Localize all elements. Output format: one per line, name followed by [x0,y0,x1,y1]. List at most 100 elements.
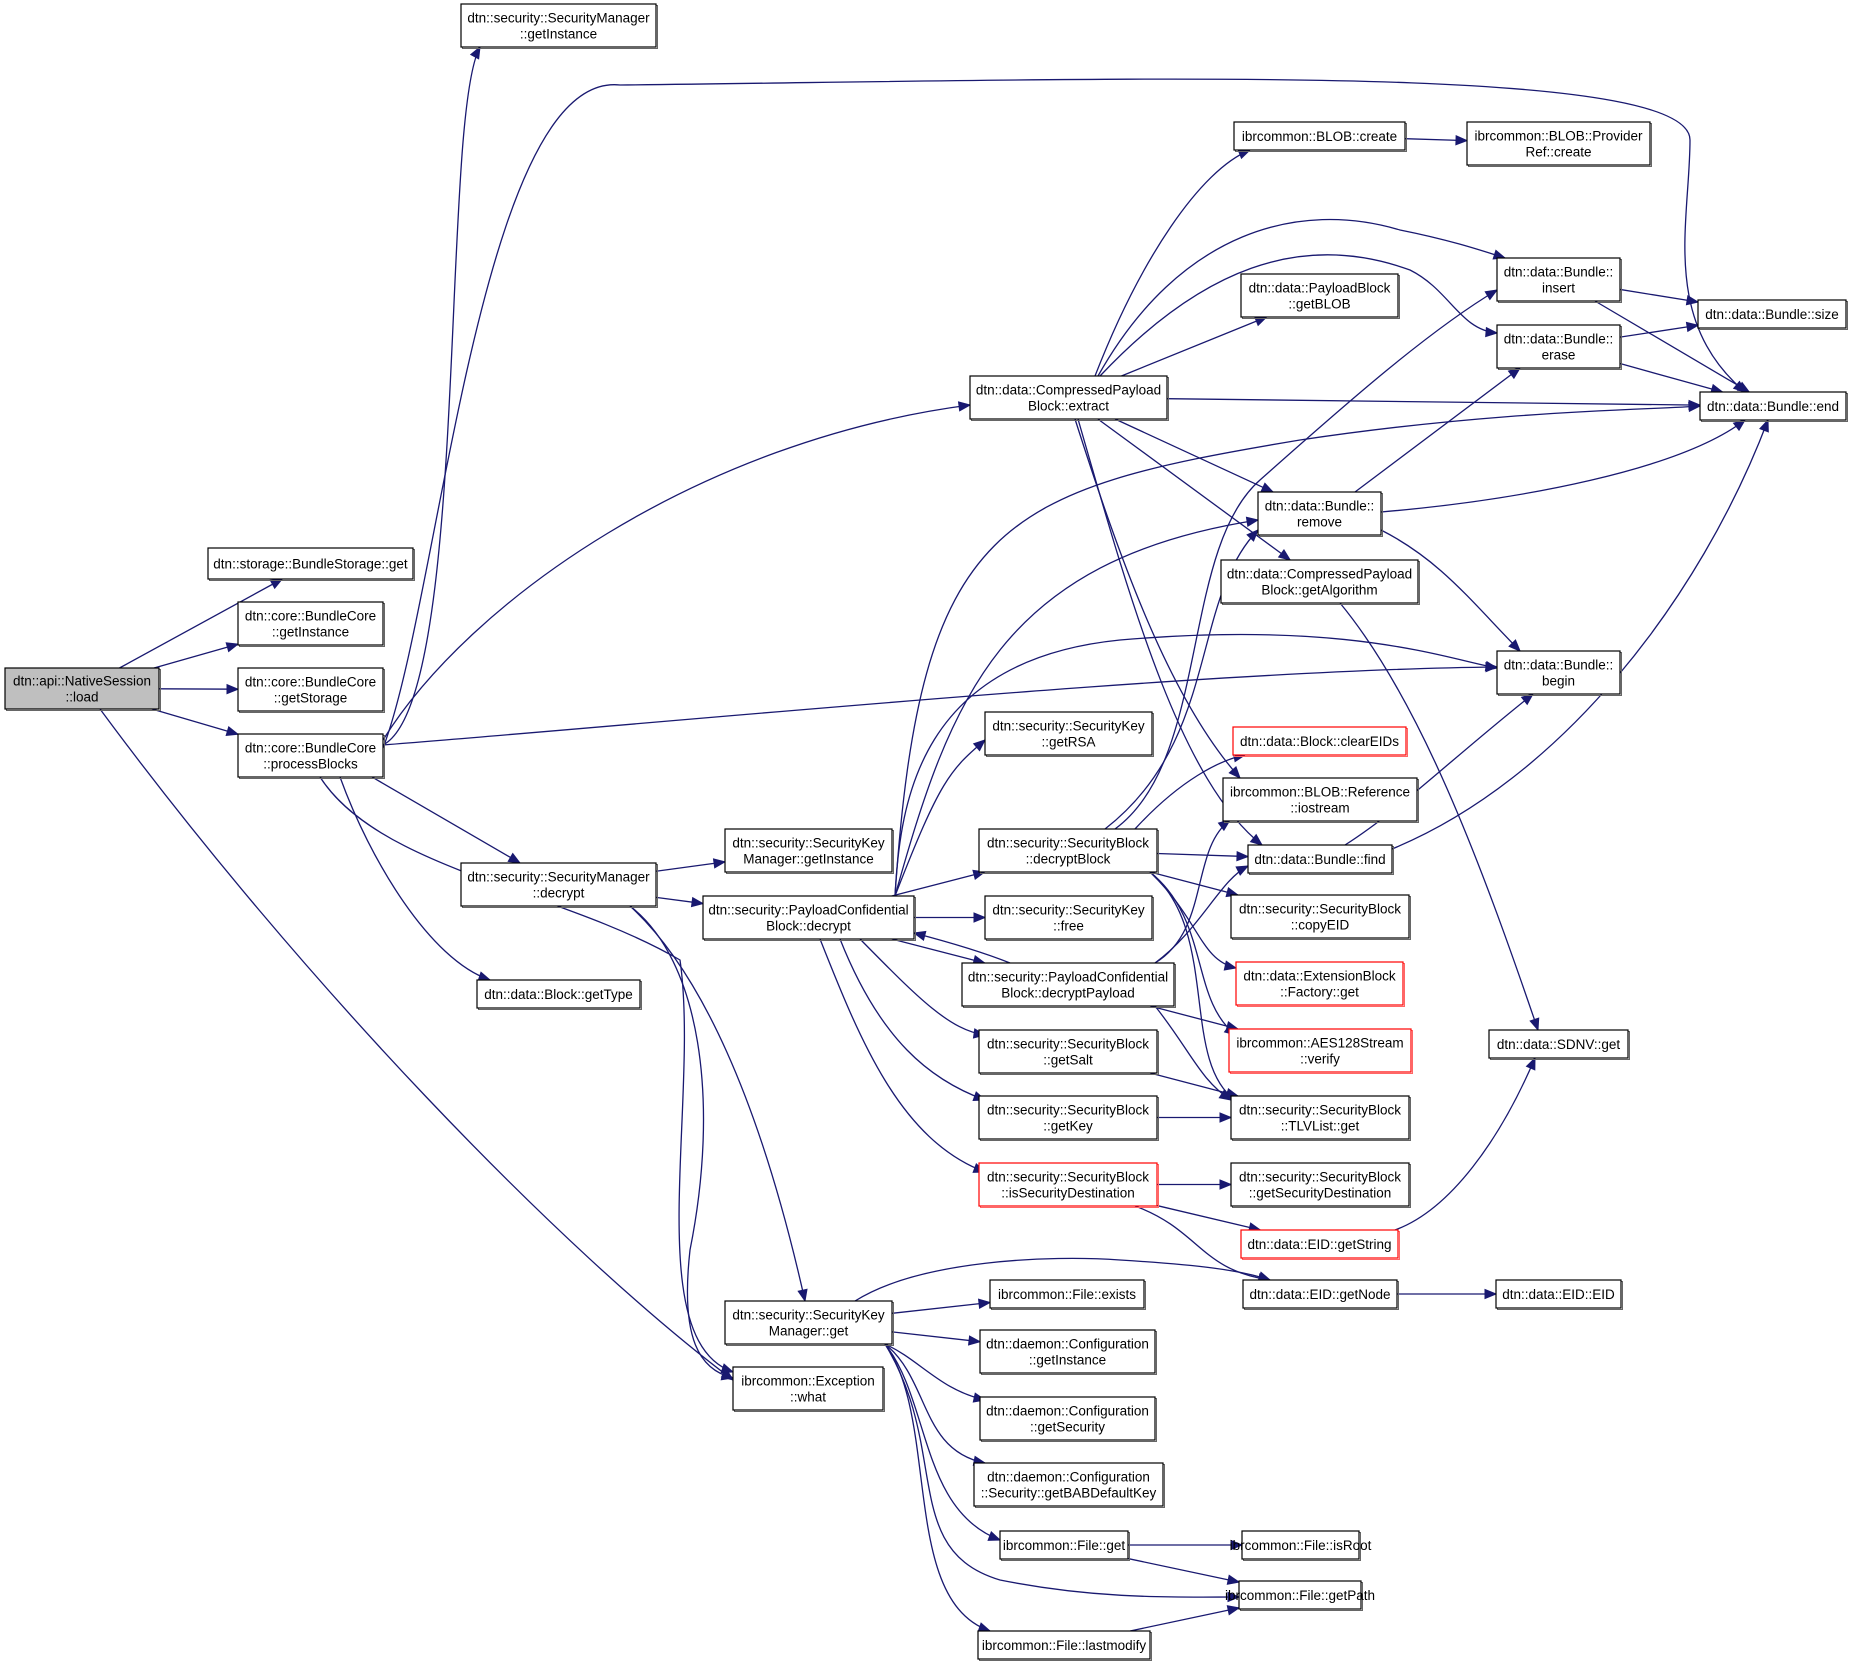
node-eid-EID[interactable]: dtn::data::EID::EID [1495,1279,1623,1310]
node-file-get[interactable]: ibrcommon::File::get [999,1530,1130,1561]
node-label-line: ::getInstance [272,625,349,640]
node-label-line: dtn::daemon::Configuration [986,1404,1149,1419]
node-bc-processBlocks[interactable]: dtn::core::BundleCore::processBlocks [237,733,385,779]
node-bs-get[interactable]: dtn::storage::BundleStorage::get [207,547,415,581]
node-sb-isSecDest[interactable]: dtn::security::SecurityBlock::isSecurity… [978,1162,1159,1208]
node-bundle-insert[interactable]: dtn::data::Bundle::insert [1496,257,1622,303]
node-box [1242,1279,1398,1309]
node-conf-getSecurity[interactable]: dtn::daemon::Configuration::getSecurity [979,1396,1157,1442]
node-sm-decrypt[interactable]: dtn::security::SecurityManager::decrypt [460,862,658,908]
node-skm-getInstance[interactable]: dtn::security::SecurityKeyManager::getIn… [724,828,894,874]
node-label-line: ibrcommon::AES128Stream [1236,1036,1403,1051]
node-box [1496,257,1621,302]
node-eid-getNode[interactable]: dtn::data::EID::getNode [1242,1279,1399,1310]
node-label-line: ibrcommon::BLOB::Provider [1474,129,1643,144]
node-label-line: dtn::security::SecurityBlock [1239,902,1401,917]
node-label-line: dtn::security::SecurityBlock [1239,1170,1401,1185]
edge-file-lastmodify-to-file-getPath-arrowhead [1226,1605,1241,1616]
node-sk-getRSA[interactable]: dtn::security::SecurityKey::getRSA [984,711,1154,757]
node-label-line: dtn::security::SecurityBlock [987,836,1149,851]
node-label-line: Manager::getInstance [743,852,874,867]
node-blobref-iostream[interactable]: ibrcommon::BLOB::Reference::iostream [1222,777,1419,823]
edge-cpb-extract-to-cpb-getAlgorithm-arrowhead [1277,548,1292,561]
node-bundle-find[interactable]: dtn::data::Bundle::find [1247,844,1394,875]
node-box [1466,121,1651,166]
edge-load-to-bs-get [119,578,283,669]
node-file-isRoot[interactable]: ibrcommon::File::isRoot [1230,1530,1372,1561]
node-sb-getKey[interactable]: dtn::security::SecurityBlock::getKey [978,1095,1159,1141]
edge-bundle-find-to-bundle-end-arrowhead [1759,418,1769,433]
edge-file-get-to-file-getPath-arrowhead [1226,1574,1241,1585]
node-file-getPath[interactable]: ibrcommon::File::getPath [1225,1580,1375,1611]
node-block-getType[interactable]: dtn::data::Block::getType [476,979,642,1010]
node-file-exists[interactable]: ibrcommon::File::exists [989,1279,1146,1310]
edge-bc-processBlocks-to-exc-what-arrowhead [720,1363,735,1374]
edge-skm-get-to-file-get-arrowhead [987,1531,1002,1541]
node-pcb-decrypt[interactable]: dtn::security::PayloadConfidentialBlock:… [702,895,916,941]
node-exc-what[interactable]: ibrcommon::Exception::what [732,1366,885,1412]
node-conf-getInstance[interactable]: dtn::daemon::Configuration::getInstance [979,1329,1157,1375]
node-label-line: dtn::data::Block::clearEIDs [1240,734,1399,749]
edge-bundle-remove-to-bundle-begin [1380,529,1521,652]
node-sdnv-get[interactable]: dtn::data::SDNV::get [1488,1029,1630,1060]
node-sb-getSalt[interactable]: dtn::security::SecurityBlock::getSalt [978,1029,1159,1075]
node-sb-copyEID[interactable]: dtn::security::SecurityBlock::copyEID [1230,894,1411,940]
node-load[interactable]: dtn::api::NativeSession::load [4,667,161,711]
node-ext-factory-get[interactable]: dtn::data::ExtensionBlock::Factory::get [1235,961,1405,1007]
edge-pcb-decryptPayload-to-aes-verify [1149,1005,1239,1030]
node-sm-getInstance[interactable]: dtn::security::SecurityManager::getInsta… [460,3,658,49]
edge-sb-getSalt-to-tlv-get [1149,1072,1239,1097]
node-tlv-get[interactable]: dtn::security::SecurityBlock::TLVList::g… [1230,1095,1411,1141]
node-cpb-getAlgorithm[interactable]: dtn::data::CompressedPayloadBlock::getAl… [1220,559,1420,605]
edge-sm-decrypt-to-pcb-decrypt-arrowhead [690,896,705,908]
node-box [1496,324,1621,369]
edge-cpb-extract-to-blobref-iostream-arrowhead [1228,765,1241,779]
node-box [978,1029,1158,1074]
edge-cpb-extract-to-bundle-end-arrowhead [1688,399,1702,411]
edge-bundle-find-to-bundle-begin [1344,693,1534,846]
node-label-line: ::decrypt [533,886,585,901]
node-sk-free[interactable]: dtn::security::SecurityKey::free [984,895,1154,941]
node-pb-getBLOB[interactable]: dtn::data::PayloadBlock::getBLOB [1240,273,1400,319]
edge-pcb-decrypt-to-pcb-decryptPayload [891,938,985,964]
edge-sb-decryptBlock-to-sb-copyEID [1149,871,1239,896]
edge-sb-decryptBlock-to-bundle-find [1156,852,1249,858]
edge-pcb-decrypt-to-bundle-begin [894,633,1498,897]
node-block-clearEIDs[interactable]: dtn::data::Block::clearEIDs [1232,726,1408,757]
edge-bundle-find-to-bundle-end [1391,419,1769,850]
node-label-line: dtn::security::SecurityBlock [987,1170,1149,1185]
node-bundle-erase[interactable]: dtn::data::Bundle::erase [1496,324,1622,370]
edge-cpb-extract-to-blob-create [1094,149,1251,377]
node-sb-getSecDest[interactable]: dtn::security::SecurityBlock::getSecurit… [1230,1162,1411,1208]
node-bc-getInstance[interactable]: dtn::core::BundleCore::getInstance [237,601,385,647]
edge-pcb-decrypt-to-sk-free-arrowhead [973,912,987,923]
node-conf-getBAB[interactable]: dtn::daemon::Configuration::Security::ge… [973,1462,1165,1508]
node-box [732,1366,884,1411]
node-label-line: dtn::data::EID::getNode [1249,1287,1390,1302]
edge-load-to-bs-get-arrowhead [269,578,284,590]
node-label-line: dtn::data::Bundle:: [1504,658,1614,673]
node-bundle-remove[interactable]: dtn::data::Bundle::remove [1257,491,1383,537]
edge-skm-get-to-conf-getInstance-arrowhead [967,1335,982,1346]
node-bc-getStorage[interactable]: dtn::core::BundleCore::getStorage [237,667,385,713]
node-bundle-begin[interactable]: dtn::data::Bundle::begin [1496,650,1622,696]
node-file-lastmodify[interactable]: ibrcommon::File::lastmodify [977,1630,1152,1661]
node-eid-getString[interactable]: dtn::data::EID::getString [1240,1229,1400,1260]
edge-load-to-bc-getInstance [153,643,239,669]
node-bundle-size[interactable]: dtn::data::Bundle::size [1697,299,1848,330]
node-label-line: dtn::core::BundleCore [245,675,376,690]
node-blob-create[interactable]: ibrcommon::BLOB::create [1233,121,1407,152]
node-aes-verify[interactable]: ibrcommon::AES128Stream::verify [1228,1028,1413,1074]
node-box [1230,894,1410,939]
node-sb-decryptBlock[interactable]: dtn::security::SecurityBlock::decryptBlo… [978,828,1159,874]
node-box [1222,777,1418,822]
edge-skm-get-to-file-lastmodify-arrowhead [977,1622,992,1633]
node-box [984,711,1153,756]
node-label-line: dtn::data::Bundle::end [1707,399,1839,414]
node-pcb-decryptPayload[interactable]: dtn::security::PayloadConfidentialBlock:… [961,962,1176,1008]
node-bundle-end[interactable]: dtn::data::Bundle::end [1699,391,1848,422]
edge-pcb-decryptPayload-to-pcb-decrypt [913,932,1011,964]
node-cpb-extract[interactable]: dtn::data::CompressedPayloadBlock::extra… [969,375,1169,421]
